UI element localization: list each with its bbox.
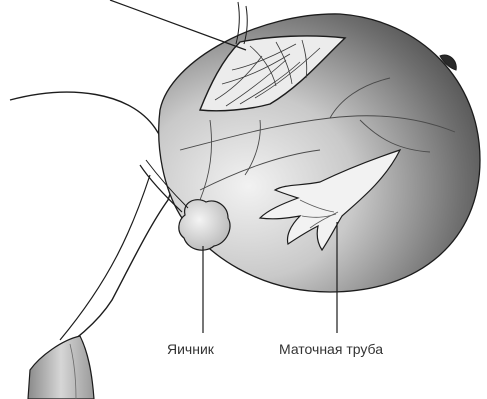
top-leader-line <box>110 0 246 50</box>
fallopian-tube-label: Маточная труба <box>279 341 383 357</box>
uterus-lower-edge <box>60 175 150 340</box>
ovary-shape <box>179 200 230 250</box>
vagina-stump <box>28 336 94 399</box>
uterus-outline <box>10 92 172 362</box>
ovary-label: Яичник <box>167 341 214 357</box>
